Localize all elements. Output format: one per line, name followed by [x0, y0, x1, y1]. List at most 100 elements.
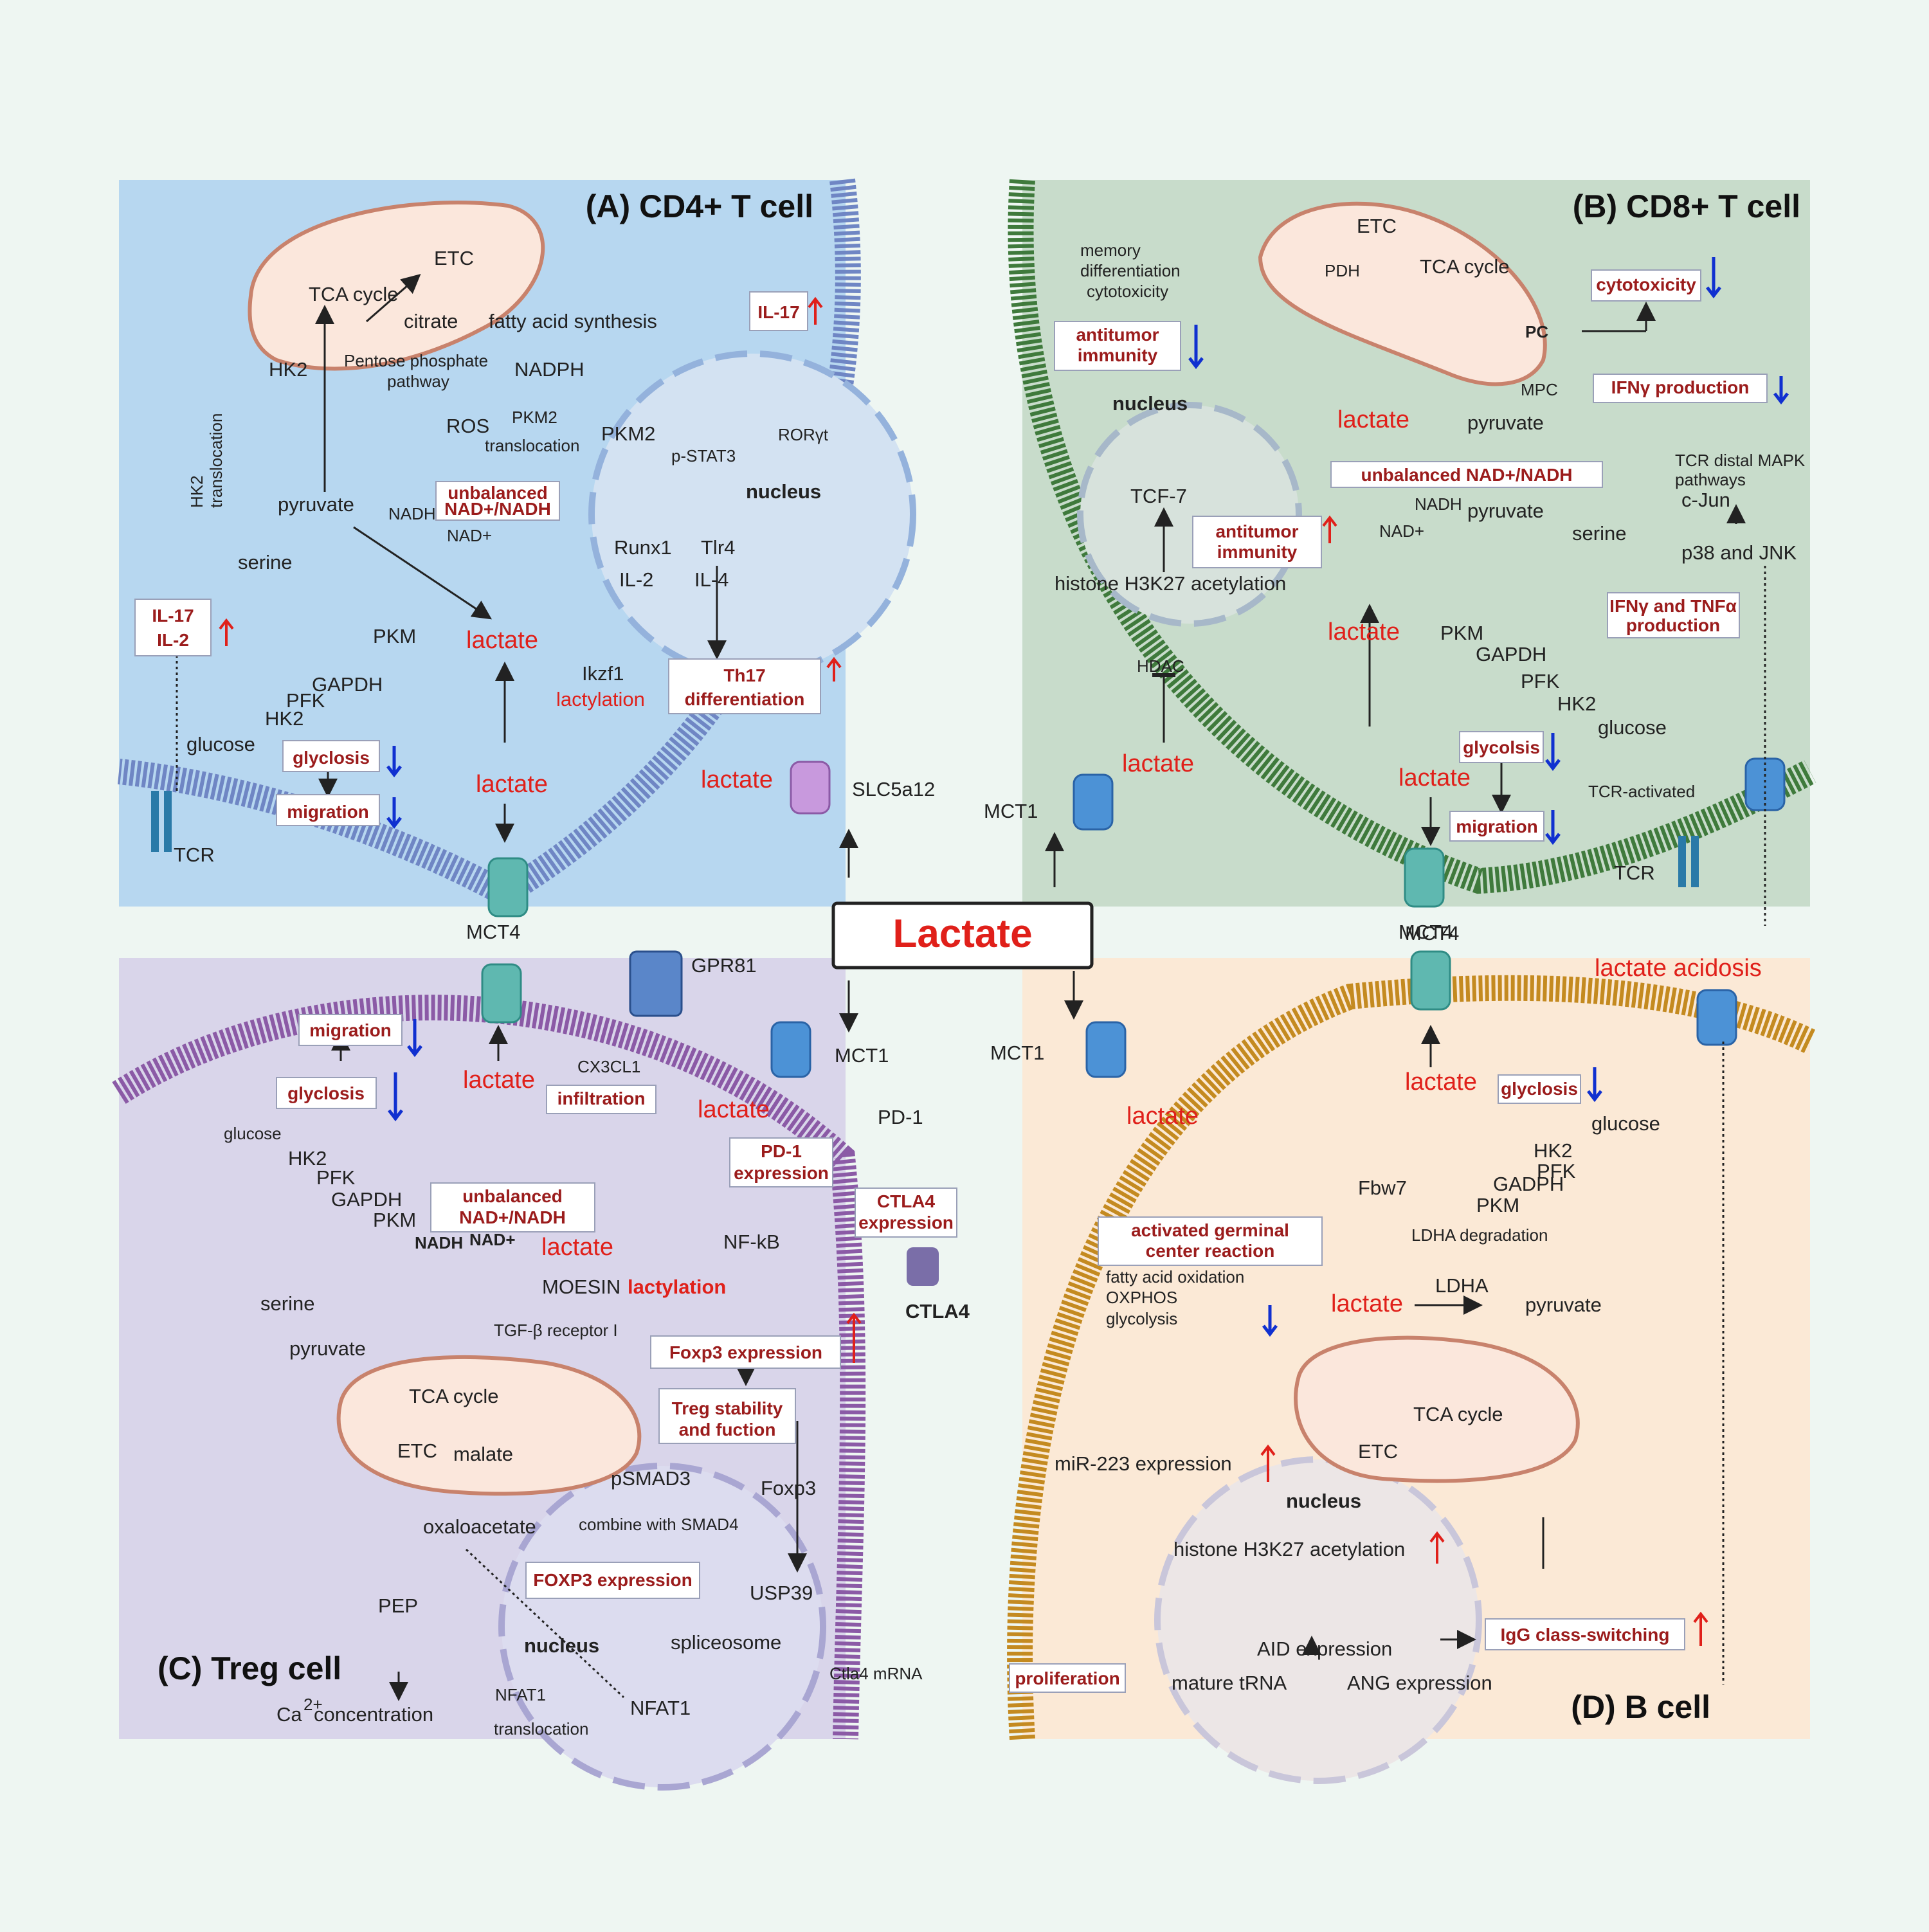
- label-a-unbalanced: unbalanced: [448, 483, 548, 503]
- label-a-lactylation: lactylation: [556, 688, 645, 710]
- label-c-glyclosis: glyclosis: [287, 1083, 365, 1103]
- label-a-il4: IL-4: [694, 568, 729, 591]
- label-c-nucleus: nucleus: [524, 1634, 599, 1657]
- label-d-glyclosis: glyclosis: [1501, 1079, 1578, 1099]
- label-c-cx3cl1: CX3CL1: [577, 1057, 640, 1076]
- label-b-ifng-tnfa: IFNγ and TNFα: [1609, 596, 1737, 616]
- label-a-pkm: PKM: [373, 625, 416, 647]
- label-a-nad-plus: NAD+: [447, 526, 492, 545]
- label-c-pyruvate: pyruvate: [289, 1337, 366, 1360]
- label-c-ctla4-mrna: Ctla4 mRNA: [829, 1664, 923, 1683]
- box-a-migration: [276, 794, 380, 826]
- label-a-nucleus: nucleus: [746, 480, 821, 503]
- label-c-nad-ratio: NAD+/NADH: [459, 1207, 566, 1227]
- label-c-usp39: USP39: [750, 1582, 813, 1604]
- label-c-gpr81: GPR81: [691, 954, 757, 977]
- label-c-ctla4: CTLA4: [905, 1300, 970, 1323]
- label-d-aid-expression: AID expression: [1257, 1638, 1392, 1660]
- label-c-nfat1: NFAT1: [630, 1697, 691, 1719]
- mct4-transporter-c: [481, 963, 522, 1024]
- panel-d-arrows: [1302, 1025, 1725, 1684]
- label-b-nucleus: nucleus: [1112, 392, 1188, 415]
- box-c-treg-stability: [658, 1388, 796, 1444]
- label-b-lactate-right: lactate: [1399, 764, 1471, 791]
- label-c-gapdh: GAPDH: [331, 1188, 402, 1211]
- label-c-lactate-right: lactate: [698, 1096, 770, 1123]
- label-c-pep: PEP: [378, 1594, 418, 1617]
- label-c-foxp3-nuclear: FOXP3 expression: [533, 1570, 692, 1590]
- label-d-lactate-acidosis: lactate acidosis: [1595, 955, 1762, 982]
- label-c-psmad3: pSMAD3: [611, 1467, 691, 1490]
- panel-d-nucleus: [1154, 1456, 1482, 1784]
- label-d-proliferation: proliferation: [1015, 1668, 1119, 1688]
- label-d-tca-cycle: TCA cycle: [1413, 1403, 1503, 1425]
- label-d-etc: ETC: [1358, 1440, 1398, 1463]
- label-a-translocation: translocation: [485, 436, 579, 455]
- label-a-tcr: TCR: [174, 844, 215, 866]
- label-a-glyclosis: glyclosis: [293, 748, 370, 768]
- label-d-oxphos: OXPHOS: [1106, 1288, 1177, 1307]
- box-a-il17: [749, 291, 808, 331]
- label-b-lactate-low: lactate: [1122, 750, 1194, 777]
- label-a-il17-small: IL-17: [152, 606, 194, 626]
- box-a-unbalanced: [435, 481, 560, 521]
- panel-c-title: (C) Treg cell: [158, 1650, 341, 1686]
- panel-b-title: (B) CD8+ T cell: [1573, 188, 1800, 224]
- panel-b-mitochondrion: [1258, 201, 1547, 386]
- label-a-hk2: HK2: [265, 707, 303, 730]
- label-a-pkm2-small: PKM2: [512, 408, 557, 427]
- mct4-transporter-d: [1410, 950, 1451, 1011]
- label-c-pkm: PKM: [373, 1209, 416, 1231]
- box-d-glyclosis: [1498, 1074, 1581, 1104]
- label-c-nfkb: NF-kB: [723, 1231, 780, 1253]
- label-b-nadh: NADH: [1415, 494, 1462, 514]
- panel-b-nucleus: [1077, 402, 1302, 627]
- label-d-glycolysis: glycolysis: [1106, 1309, 1177, 1328]
- label-b-tcr-activated: TCR-activated: [1588, 782, 1695, 801]
- label-a-nadh: NADH: [388, 504, 436, 523]
- label-c-pd1-box: PD-1: [761, 1141, 802, 1161]
- label-a-p-stat3: p-STAT3: [671, 446, 736, 465]
- box-d-igg: [1485, 1618, 1685, 1650]
- label-b-ifng: IFNγ production: [1611, 377, 1750, 397]
- panel-d-membrane: [1007, 975, 1816, 1740]
- label-b-mpc: MPC: [1521, 380, 1558, 399]
- label-b-tcr: TCR: [1614, 862, 1655, 884]
- label-c-lactate-mid: lactate: [541, 1234, 613, 1261]
- label-d-pkm: PKM: [1476, 1194, 1519, 1216]
- label-a-ros: ROS: [446, 415, 489, 437]
- panel-c-nucleus: [498, 1463, 826, 1791]
- label-d-lactate-top: lactate: [1405, 1069, 1477, 1096]
- label-d-ldha: LDHA: [1435, 1274, 1489, 1297]
- label-d-ldha-degradation: LDHA degradation: [1411, 1225, 1548, 1245]
- label-b-etc: ETC: [1357, 215, 1397, 237]
- label-c-translocation: translocation: [494, 1719, 588, 1738]
- label-b-production: production: [1626, 615, 1720, 635]
- label-c-pfk: PFK: [316, 1166, 356, 1189]
- label-a-th17: Th17: [723, 665, 765, 685]
- label-a-migration: migration: [287, 802, 369, 822]
- label-b-lactate-top: lactate: [1337, 406, 1409, 433]
- label-b-pc: PC: [1525, 322, 1548, 341]
- panel-c-mitochondrion: [336, 1355, 642, 1496]
- mct-transporter-d-right: [1696, 989, 1737, 1046]
- mct1-transporter-b: [1073, 773, 1114, 831]
- panel-d-title: (D) B cell: [1571, 1689, 1710, 1725]
- label-b-pkm: PKM: [1440, 622, 1483, 644]
- label-a-pkm2: PKM2: [601, 422, 655, 445]
- label-b-immunity-top: immunity: [1078, 345, 1158, 365]
- label-c-ca-superscript: 2+: [303, 1695, 323, 1714]
- label-a-il2: IL-2: [619, 568, 653, 591]
- label-d-ang-expression: ANG expression: [1347, 1672, 1492, 1694]
- label-c-tgf-receptor: TGF-β receptor I: [494, 1321, 618, 1340]
- panel-b-labels: memory differentiation cytotoxicity ETC …: [984, 215, 1806, 943]
- regulation-arrows: [219, 257, 1789, 1646]
- label-a-citrate: citrate: [404, 310, 458, 332]
- label-b-pyruvate: pyruvate: [1467, 500, 1544, 522]
- box-d-proliferation: [1009, 1663, 1126, 1693]
- center-lactate-label: Lactate: [892, 912, 1032, 956]
- label-b-cytotoxicity-small: cytotoxicity: [1087, 282, 1168, 301]
- label-d-histone: histone H3K27 acetylation: [1173, 1538, 1405, 1560]
- label-c-lactate-top: lactate: [463, 1067, 535, 1094]
- label-c-combine-smad4: combine with SMAD4: [579, 1515, 739, 1534]
